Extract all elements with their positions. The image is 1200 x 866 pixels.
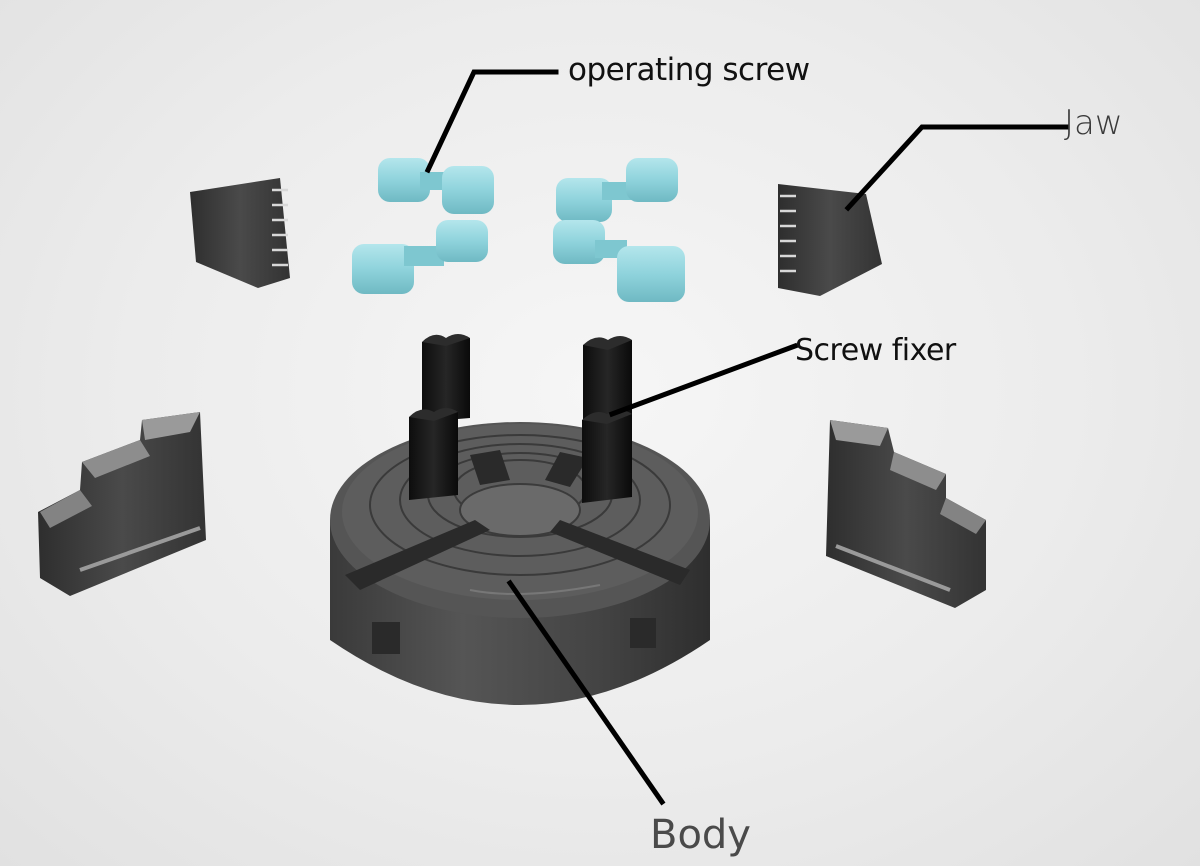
leader-line-operating-screw [424, 69, 559, 174]
operating-screw-3 [556, 158, 678, 222]
operating-screw-1 [378, 158, 494, 214]
operating-screw-4 [553, 220, 685, 302]
jaw-top-right [778, 184, 882, 296]
leader-line-body [506, 579, 666, 806]
screw-fixer-back-left [422, 334, 470, 422]
chuck-body [330, 422, 710, 705]
screw-fixer-front-left [409, 408, 458, 500]
screw-fixer-back-right [583, 336, 632, 424]
label-jaw: Jaw [1064, 103, 1123, 143]
jaw-bottom-right [826, 420, 986, 608]
jaw-top-left [190, 178, 290, 288]
operating-screw-2 [352, 220, 488, 294]
jaw-bottom-left [38, 412, 206, 596]
label-body: Body [650, 812, 751, 858]
label-screw-fixer: Screw fixer [795, 333, 956, 368]
leader-line-jaw [844, 124, 1069, 212]
leader-line-screw-fixer [608, 342, 799, 418]
label-operating-screw: operating screw [568, 52, 810, 88]
screw-fixer-front-right [582, 410, 632, 503]
